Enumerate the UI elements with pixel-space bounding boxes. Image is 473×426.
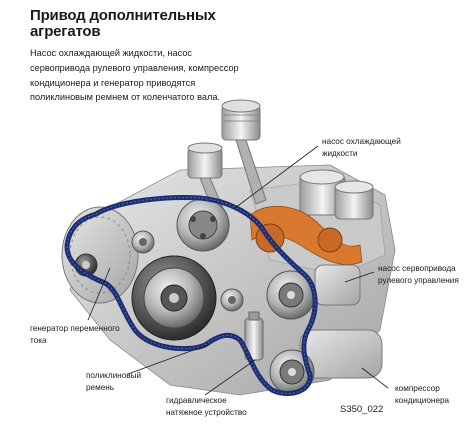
callout-coolant-pump: насос охлаждающей жидкости xyxy=(322,136,401,159)
callout-belt: поликлиновый ремень xyxy=(86,370,141,393)
intro-paragraph: Насос охлаждающей жидкости, насос сервоп… xyxy=(30,46,300,105)
figure-id: S350_022 xyxy=(340,404,384,415)
callout-tensioner: гидравлическое натяжное устройство xyxy=(166,395,247,418)
callout-compressor: компрессор кондиционера xyxy=(395,383,449,406)
callout-belt-line-1: поликлиновый xyxy=(86,371,142,380)
intro-line-2: сервопривода рулевого управления, компре… xyxy=(30,62,239,73)
callout-generator-line-1: генератор переменного xyxy=(30,324,120,333)
callout-steering-pump-line-2: рулевого управления xyxy=(378,275,459,285)
callout-coolant-pump-line-2: жидкости xyxy=(322,148,358,158)
coolant-pump-pulley xyxy=(176,198,230,252)
hydraulic-tensioner xyxy=(244,311,264,361)
steering-pump xyxy=(266,264,361,320)
idler-pulleys xyxy=(131,230,244,312)
title-line-2: агрегатов xyxy=(30,23,101,40)
callout-steering-pump: насос сервопривода рулевого управления xyxy=(378,263,459,286)
callout-generator: генератор переменного тока xyxy=(30,323,120,346)
callout-tensioner-line-1: гидравлическое xyxy=(166,396,227,405)
callout-compressor-line-2: кондиционера xyxy=(395,395,450,405)
callout-tensioner-line-2: натяжное устройство xyxy=(166,407,247,417)
callout-generator-line-2: тока xyxy=(30,335,47,345)
leader-lines xyxy=(87,145,389,396)
page-title: Привод дополнительных агрегатов xyxy=(30,8,330,40)
callout-coolant-pump-line-1: насос охлаждающей xyxy=(322,137,401,146)
callout-belt-line-2: ремень xyxy=(86,382,115,392)
title-line-1: Привод дополнительных xyxy=(30,7,216,24)
generator xyxy=(61,206,139,304)
ac-compressor xyxy=(269,329,383,395)
intro-line-3: кондиционера и генератор приводятся xyxy=(30,77,196,88)
intro-line-4: поликлиновым ремнем от коленчатого вала. xyxy=(30,92,220,103)
intro-line-1: Насос охлаждающей жидкости, насос xyxy=(30,48,193,58)
crankshaft-pulley xyxy=(131,255,217,341)
callout-steering-pump-line-1: насос сервопривода xyxy=(378,264,456,273)
callout-compressor-line-1: компрессор xyxy=(395,384,440,393)
